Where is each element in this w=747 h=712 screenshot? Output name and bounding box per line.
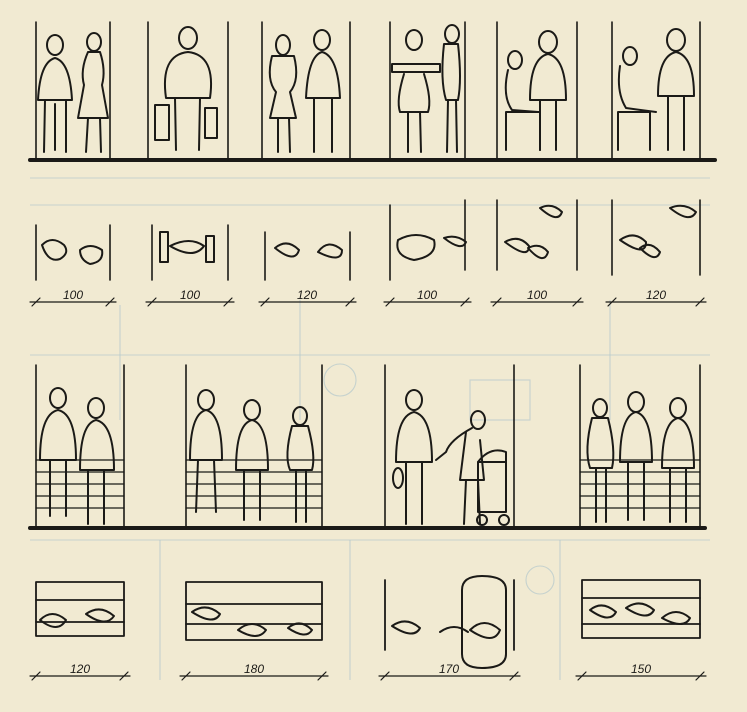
man-and-woman-with-cart-figure: [392, 389, 510, 526]
woman-and-man-figure: [268, 29, 341, 153]
width-label-6: 120: [646, 288, 666, 302]
width-label-3: 120: [297, 288, 317, 302]
width-label-7: 120: [70, 662, 90, 676]
row2-elevations: [28, 364, 707, 530]
seated-woman-standing-man-figure: [617, 28, 695, 151]
row1-elevations: [28, 21, 717, 162]
ghost-lines: [30, 177, 710, 680]
man-with-bags-figure: [154, 26, 218, 151]
width-label-8: 180: [244, 662, 264, 676]
width-label-9: 170: [439, 662, 459, 676]
standing-couple-figure: [37, 32, 109, 153]
width-label-5: 100: [527, 288, 547, 302]
row2-plans: 120 180 170 150: [29, 575, 707, 681]
width-label-4: 100: [417, 288, 437, 302]
width-label-2: 100: [180, 288, 200, 302]
woman-carrying-tray-figure: [391, 24, 461, 153]
stair-woman-and-two-men-figure: [586, 391, 695, 523]
stair-two-men-figure: [39, 387, 115, 525]
seated-and-standing-figure: [504, 30, 567, 151]
width-label-10: 150: [631, 662, 651, 676]
stair-three-people-figure: [189, 389, 315, 523]
width-label-1: 100: [63, 288, 83, 302]
row1-plans: 100 100 120 100 100 120: [29, 199, 707, 307]
